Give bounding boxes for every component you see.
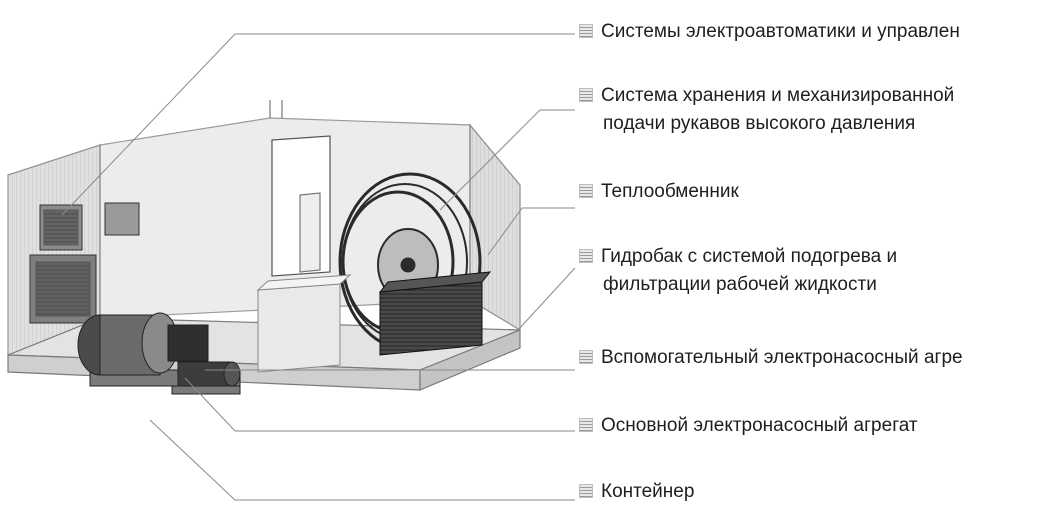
hydraulic-tank (256, 274, 352, 373)
label-auxiliary-pump: Вспомогательный электронасосный агре (579, 344, 963, 372)
label-marker-icon (579, 184, 593, 198)
leader-line-7 (149, 419, 575, 501)
label-heat-exchanger: Теплообменник (579, 178, 739, 206)
auxiliary-pump-unit (171, 361, 241, 395)
control-cabinets (29, 202, 140, 324)
control-cabinet-2 (104, 202, 140, 236)
label-hydraulic-tank: Гидробак с системой подогрева и фильтрац… (579, 243, 897, 299)
label-marker-icon (579, 24, 593, 38)
leader-lines (61, 33, 576, 501)
label-container: Контейнер (579, 478, 694, 506)
heat-exchanger (378, 271, 492, 356)
label-marker-icon (579, 418, 593, 432)
label-marker-icon (579, 350, 593, 364)
leader-line-2 (439, 109, 575, 211)
label-main-pump: Основной электронасосный агрегат (579, 412, 918, 440)
label-marker-icon (579, 88, 593, 102)
label-control-systems: Системы электроавтоматики и управлен (579, 18, 960, 46)
leader-line-3 (487, 207, 575, 256)
leader-line-6 (184, 377, 575, 432)
label-marker-icon (579, 484, 593, 498)
leader-line-4 (517, 267, 576, 331)
leader-line-1 (61, 33, 575, 216)
label-marker-icon (579, 249, 593, 263)
label-hose-storage-system: Система хранения и механизированной пода… (579, 82, 954, 138)
